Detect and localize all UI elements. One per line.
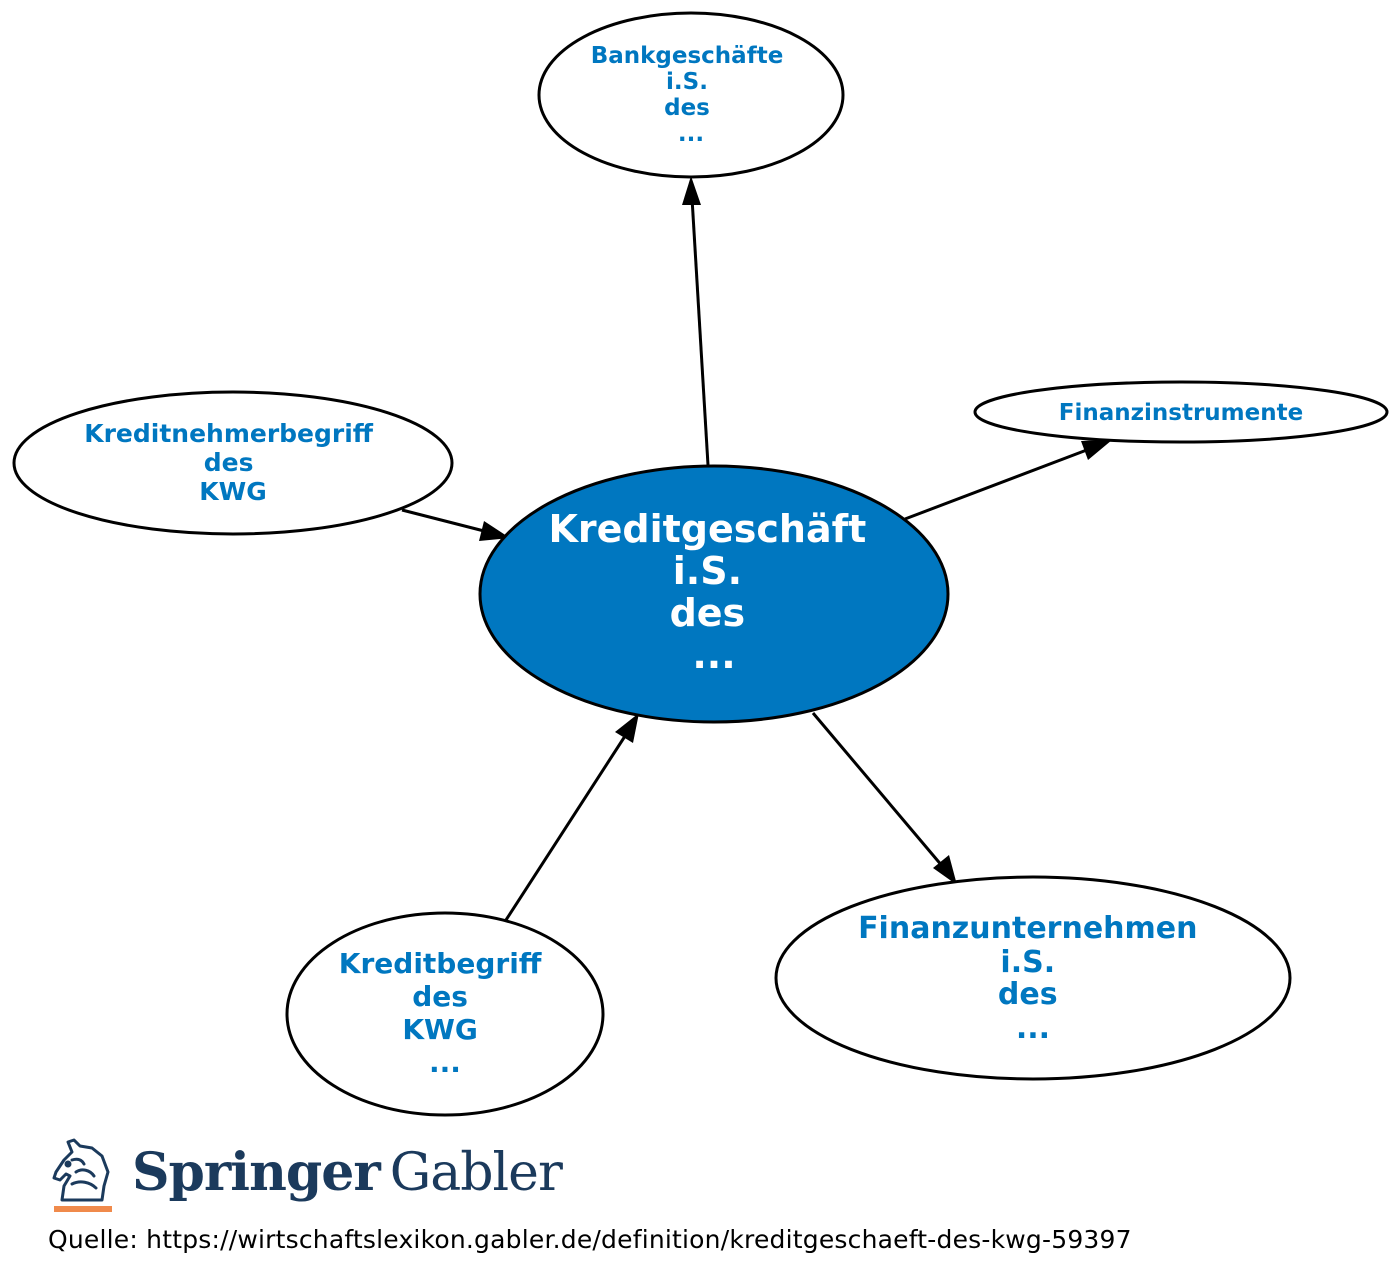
node-bankgeschaefte-line: ... — [678, 121, 704, 147]
edges — [401, 176, 1112, 921]
arrowhead — [933, 855, 957, 885]
node-bankgeschaefte-line: des — [664, 95, 710, 121]
edge-kreditnehmerbegriff-to-center — [401, 508, 489, 534]
edge-center-to-bankgeschaefte — [690, 197, 710, 466]
node-finanzunternehmen[interactable]: Finanzunternehmen i.S. des ... — [774, 875, 1292, 1081]
arrowhead — [682, 176, 701, 205]
center-node-line: Kreditgeschäft — [548, 507, 866, 551]
svg-text:Kreditgeschäft i.S.: Kreditgeschäft i.S. des ... — [548, 507, 879, 677]
node-bankgeschaefte-line: Bankgeschäfte — [591, 43, 784, 69]
edge-center-to-finanzunternehmen — [811, 712, 945, 868]
center-node-line: i.S. — [673, 549, 742, 593]
node-bankgeschaefte[interactable]: Bankgeschäfte i.S. des ... — [537, 11, 845, 179]
node-finanzunternehmen-line: ... — [1016, 1011, 1050, 1046]
node-finanzinstrumente-line: Finanzinstrumente — [1059, 400, 1303, 426]
node-kreditbegriff-line: KWG — [402, 1013, 478, 1046]
logo-word-gabler: Gabler — [389, 1143, 563, 1203]
nodes: Bankgeschäfte i.S. des ... Finanzinstrum… — [12, 11, 1389, 1117]
svg-text:Kreditnehmerbegriff de: Kreditnehmerbegriff des KWG — [84, 419, 382, 506]
node-finanzunternehmen-line: des — [998, 977, 1058, 1012]
node-bankgeschaefte-line: i.S. — [666, 69, 708, 95]
source-citation: Quelle: https://wirtschaftslexikon.gable… — [48, 1225, 1132, 1254]
node-finanzunternehmen-line: Finanzunternehmen — [858, 911, 1197, 946]
node-kreditbegriff-line: des — [412, 980, 468, 1013]
springer-horse-logo-icon — [52, 1138, 112, 1212]
edge-kreditbegriff-to-center — [504, 732, 629, 921]
concept-diagram: Bankgeschäfte i.S. des ... Finanzinstrum… — [12, 11, 1389, 1117]
svg-text:Finanzunternehmen i.S.: Finanzunternehmen i.S. des ... — [858, 911, 1208, 1046]
logo-word-springer: Springer — [132, 1142, 381, 1203]
node-kreditnehmerbegriff-line: des — [204, 448, 254, 477]
node-kreditnehmerbegriff[interactable]: Kreditnehmerbegriff des KWG — [12, 390, 454, 536]
edge-center-to-finanzinstrumente — [904, 446, 1093, 521]
node-kreditbegriff-line: Kreditbegriff — [339, 947, 542, 980]
svg-text:Finanzinstrumente: Finanzinstrumente — [1059, 400, 1303, 426]
node-kreditnehmerbegriff-line: Kreditnehmerbegriff — [84, 419, 374, 448]
svg-text:Kreditbegriff des: Kreditbegriff des KWG ... — [339, 947, 551, 1079]
arrowhead — [1081, 440, 1112, 460]
node-kreditbegriff-line: ... — [429, 1046, 461, 1079]
node-finanzunternehmen-line: i.S. — [1000, 945, 1055, 980]
arrowhead — [479, 521, 510, 541]
arrowhead — [615, 713, 639, 743]
center-node-line: ... — [692, 633, 735, 677]
svg-text:Bankgeschäfte i.S.: Bankgeschäfte i.S. des ... — [591, 43, 792, 147]
center-node-line: des — [670, 591, 746, 635]
node-kreditbegriff[interactable]: Kreditbegriff des KWG ... — [285, 911, 605, 1117]
node-kreditgeschaeft-center[interactable]: Kreditgeschäft i.S. des ... — [478, 464, 950, 724]
node-kreditnehmerbegriff-line: KWG — [199, 477, 266, 506]
springer-gabler-logo — [50, 1136, 116, 1216]
node-finanzinstrumente[interactable]: Finanzinstrumente — [973, 380, 1389, 444]
